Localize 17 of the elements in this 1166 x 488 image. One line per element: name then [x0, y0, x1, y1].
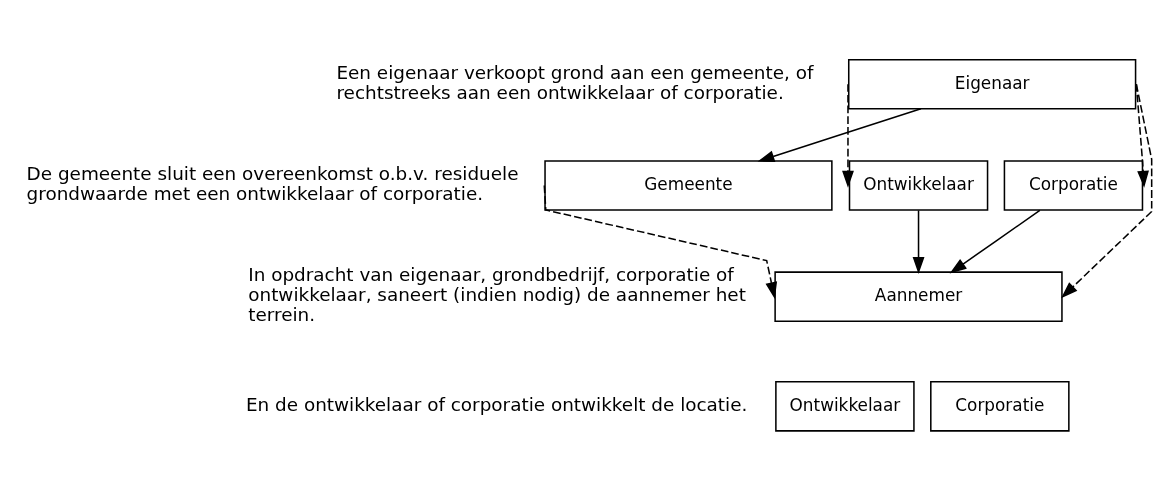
- node-box: Ontwikkelaar: [848, 159, 989, 211]
- label: De gemeente sluit een overeenkomst o.b.v. residuele grondwaarde met een ontwikkelaar of corporatie.: [26, 162, 519, 204]
- arrow: [949, 209, 1041, 273]
- node-box: Ontwikkelaar: [775, 380, 915, 432]
- arrow: [842, 82, 854, 188]
- node-box: Aannemer: [774, 270, 1063, 322]
- label: Een eigenaar verkoopt grond aan een gemeente, of rechtstreeks aan een ontwikkelaar of corporatie.: [336, 61, 814, 103]
- node-box: Eigenaar: [847, 58, 1137, 109]
- label: En de ontwikkelaar of corporatie ontwikkelt de locatie.: [245, 393, 748, 415]
- arrow: [1061, 82, 1153, 298]
- node-box: Corporatie: [1003, 159, 1144, 211]
- node-box: Corporatie: [930, 380, 1070, 432]
- label: In opdracht van eigenaar, grondbedrijf, corporatie of ontwikkelaar, saneert (indien nodig) de aannemer het terrein.: [248, 263, 746, 325]
- arrow: [543, 184, 778, 299]
- arrow: [912, 209, 925, 274]
- node-box: Gemeente: [544, 159, 833, 211]
- arrow: [757, 107, 922, 162]
